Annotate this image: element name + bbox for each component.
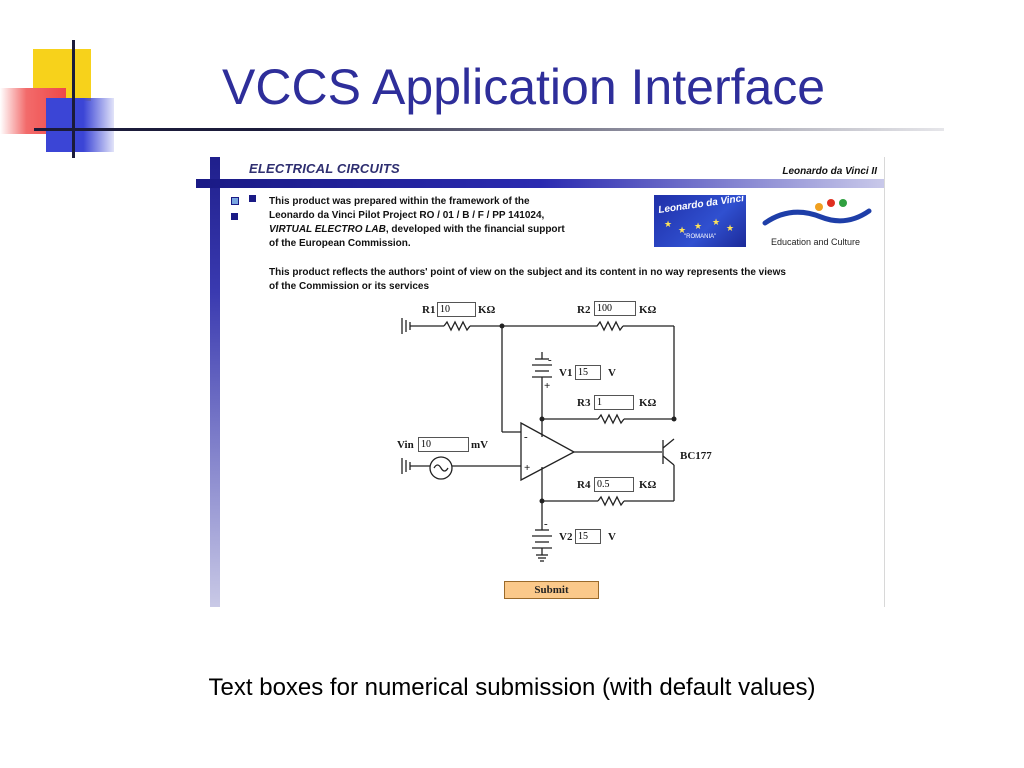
v2-minus-sign: -	[544, 518, 548, 530]
v2-input[interactable]	[575, 529, 601, 544]
v1-label: V1	[559, 367, 572, 379]
star-icon: ★	[712, 217, 721, 227]
notice-line: This product reflects the authors' point…	[269, 267, 786, 278]
star-icon: ★	[694, 221, 703, 231]
intro-text: This product was prepared within the fra…	[269, 195, 565, 251]
intro-line: VIRTUAL ELECTRO LAB, developed with the …	[269, 223, 565, 237]
bullet-icon	[249, 195, 256, 202]
r2-label: R2	[577, 304, 591, 316]
panel-right-border	[884, 157, 885, 607]
transistor-label: BC177	[680, 450, 712, 462]
vin-label: Vin	[397, 439, 414, 451]
decor-vertical-line	[72, 40, 75, 158]
bullet-icon	[231, 213, 238, 220]
r3-label: R3	[577, 397, 591, 409]
v2-unit: V	[608, 531, 616, 543]
decor-blue-square	[46, 98, 114, 152]
decor-horizontal-line	[34, 128, 944, 131]
r2-input[interactable]	[594, 301, 636, 316]
bullet-icon	[231, 197, 239, 205]
r1-input[interactable]	[437, 302, 476, 317]
r3-unit: KΩ	[639, 397, 657, 409]
education-culture-logo	[762, 199, 872, 226]
opamp-plus-sign: +	[524, 462, 530, 474]
vin-unit: mV	[471, 439, 488, 451]
app-header-brand: Leonardo da Vinci II	[782, 166, 877, 177]
v1-plus-sign: +	[544, 380, 550, 392]
app-panel: ELECTRICAL CIRCUITS Leonardo da Vinci II…	[196, 157, 885, 607]
r4-unit: KΩ	[639, 479, 657, 491]
vin-input[interactable]	[418, 437, 469, 452]
v1-input[interactable]	[575, 365, 601, 380]
slide-title: VCCS Application Interface	[222, 59, 826, 115]
panel-vertical-bar	[210, 157, 220, 607]
r4-label: R4	[577, 479, 591, 491]
app-header-title: ELECTRICAL CIRCUITS	[249, 161, 400, 176]
v1-unit: V	[608, 367, 616, 379]
panel-header-bar	[196, 179, 885, 188]
star-icon: ★	[664, 219, 673, 229]
submit-button[interactable]: Submit	[504, 581, 599, 599]
v2-label: V2	[559, 531, 573, 543]
star-icon: ★	[678, 225, 687, 235]
leonardo-da-vinci-logo: Leonardo da Vinci ★ ★ ★ ★ ★ "ROMANIA"	[654, 195, 746, 247]
logo-ldv-sub: "ROMANIA"	[684, 234, 717, 240]
r4-input[interactable]	[594, 477, 634, 492]
star-icon: ★	[726, 223, 735, 233]
intro-line: of the European Commission.	[269, 238, 411, 249]
intro-line: Leonardo da Vinci Pilot Project RO / 01 …	[269, 210, 545, 221]
intro-line-rest: , developed with the financial support	[385, 224, 565, 235]
v1-minus-sign: -	[548, 354, 552, 366]
intro-line: This product was prepared within the fra…	[269, 196, 530, 207]
vccs-circuit-diagram: R1 KΩ R2 KΩ V1 V - + R3 KΩ Vin mV - + BC…	[397, 304, 712, 562]
r1-label: R1	[422, 304, 435, 316]
education-culture-label: Education and Culture	[771, 237, 861, 247]
slide-caption: Text boxes for numerical submission (wit…	[208, 674, 816, 701]
r3-input[interactable]	[594, 395, 634, 410]
notice-text: This product reflects the authors' point…	[269, 266, 879, 294]
project-name: VIRTUAL ELECTRO LAB	[269, 224, 386, 235]
opamp-minus-sign: -	[524, 431, 528, 443]
r2-unit: KΩ	[639, 304, 657, 316]
notice-line: of the Commission or its services	[269, 281, 430, 292]
r1-unit: KΩ	[478, 304, 496, 316]
